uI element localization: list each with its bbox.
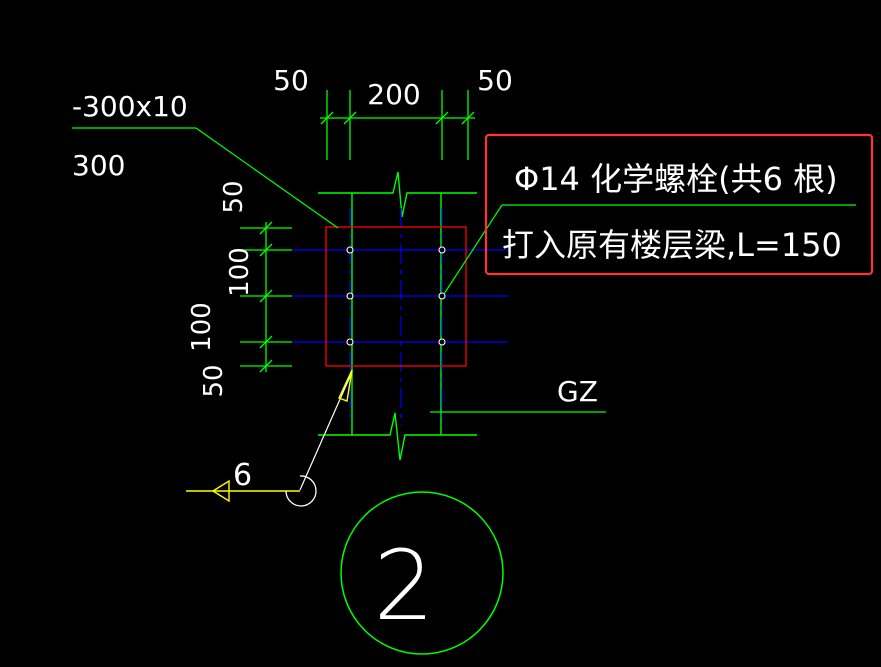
dimension-left-50-bottom: 50 (199, 364, 229, 397)
bolt-note-leader-line (443, 204, 856, 295)
top-dimension-chain (320, 90, 475, 160)
note-highlight-box (484, 133, 874, 276)
weld-size-label: 6 (233, 458, 252, 493)
bolt-hole (438, 246, 446, 254)
dimension-top-right-50: 50 (477, 64, 513, 97)
bolt-hole (438, 338, 446, 346)
dimension-top-200: 200 (367, 78, 420, 111)
dimension-top-left-50: 50 (273, 64, 309, 97)
bolt-note-line-2: 打入原有楼层梁,L=150 (502, 226, 842, 264)
steel-plate (325, 226, 467, 367)
bolt-hole (346, 292, 354, 300)
bolt-axis-lines (292, 208, 508, 425)
bolt-holes (346, 246, 446, 346)
column-gz (318, 171, 477, 461)
bolt-note-line-1: Φ14 化学螺栓(共6 根) (514, 160, 838, 198)
weld-symbol (186, 369, 353, 507)
left-dimension-chain (240, 221, 292, 373)
plate-length-label: 300 (72, 149, 125, 182)
bolt-hole (438, 292, 446, 300)
detail-index-circle (340, 491, 504, 655)
column-label: GZ (557, 375, 598, 408)
bolt-hole (346, 246, 354, 254)
dimension-left-100-lower: 100 (187, 302, 217, 352)
plate-size-label: -300x10 (72, 90, 188, 123)
bolt-hole (346, 338, 354, 346)
dimension-left-100-upper: 100 (225, 247, 255, 297)
dimension-left-50-top: 50 (219, 180, 249, 213)
plate-leader-line (72, 127, 339, 229)
detail-number: 2 (373, 530, 434, 642)
